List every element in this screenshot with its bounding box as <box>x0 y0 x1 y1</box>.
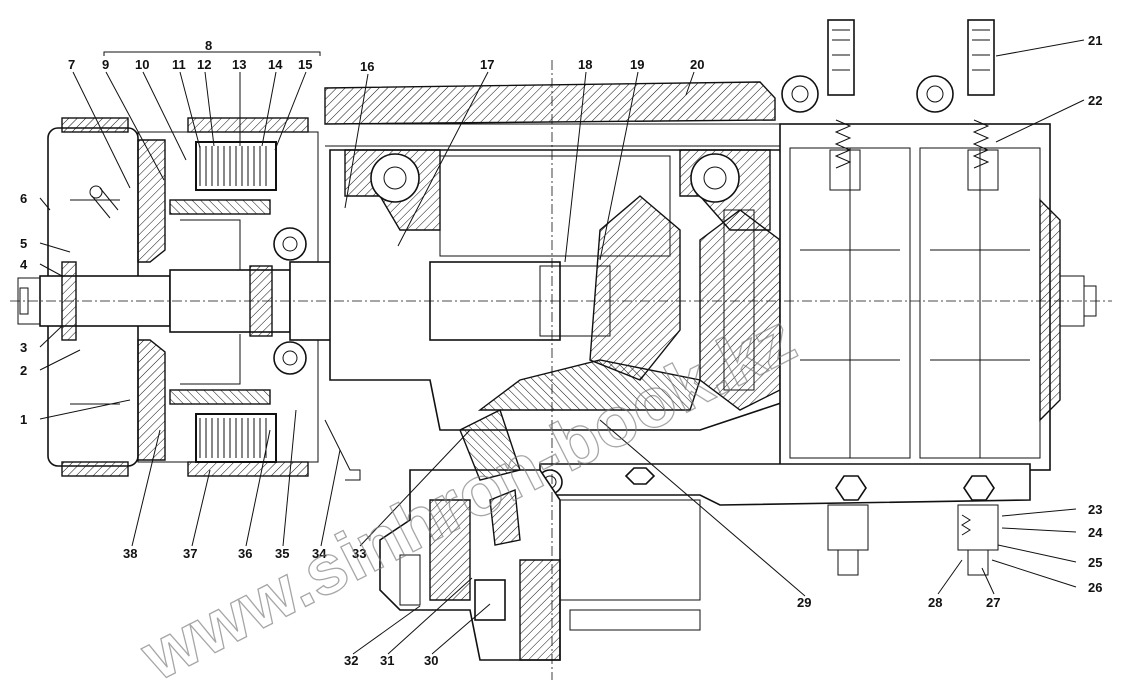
callout-34: 34 <box>312 546 327 561</box>
callout-6: 6 <box>20 191 27 206</box>
callout-4: 4 <box>20 257 28 272</box>
callout-27: 27 <box>986 595 1000 610</box>
callout-25: 25 <box>1088 555 1102 570</box>
brake-spring-left <box>781 19 861 191</box>
callout-29: 29 <box>797 595 811 610</box>
callout-2: 2 <box>20 363 27 378</box>
callout-28: 28 <box>928 595 942 610</box>
brake-lever-bar <box>537 463 1031 506</box>
callout-20: 20 <box>690 57 704 72</box>
callout-33: 33 <box>352 546 366 561</box>
callout-5: 5 <box>20 236 27 251</box>
friction-disc-pack-lower <box>195 413 277 463</box>
callouts: 1 2 3 4 5 6 7 8 9 10 11 12 13 14 15 16 1… <box>20 33 1103 668</box>
callout-8: 8 <box>205 38 212 53</box>
release-lever <box>89 185 361 481</box>
callout-24: 24 <box>1088 525 1103 540</box>
callout-38: 38 <box>123 546 137 561</box>
callout-12: 12 <box>197 57 211 72</box>
callout-13: 13 <box>232 57 246 72</box>
callout-30: 30 <box>424 653 438 668</box>
adjuster-bolts <box>827 504 999 576</box>
callout-7: 7 <box>68 57 75 72</box>
callout-18: 18 <box>578 57 592 72</box>
leader-lines <box>39 39 1085 655</box>
callout-16: 16 <box>360 59 374 74</box>
callout-1: 1 <box>20 412 27 427</box>
callout-32: 32 <box>344 653 358 668</box>
callout-10: 10 <box>135 57 149 72</box>
callout-9: 9 <box>102 57 109 72</box>
clutch-inner-parts <box>70 199 307 405</box>
friction-disc-pack-upper <box>195 141 277 191</box>
callout-35: 35 <box>275 546 289 561</box>
brake-housing <box>779 123 1097 471</box>
callout-19: 19 <box>630 57 644 72</box>
callout-36: 36 <box>238 546 252 561</box>
callout-22: 22 <box>1088 93 1102 108</box>
callout-17: 17 <box>480 57 494 72</box>
callout-23: 23 <box>1088 502 1102 517</box>
callout-15: 15 <box>298 57 312 72</box>
callout-11: 11 <box>172 57 186 72</box>
callout-14: 14 <box>268 57 283 72</box>
callout-26: 26 <box>1088 580 1102 595</box>
lower-gear-housing <box>379 409 701 661</box>
callout-3: 3 <box>20 340 27 355</box>
callout-37: 37 <box>183 546 197 561</box>
callout-21: 21 <box>1088 33 1102 48</box>
brake-spring-right <box>916 19 999 191</box>
callout-31: 31 <box>380 653 394 668</box>
center-lines <box>10 60 1112 680</box>
